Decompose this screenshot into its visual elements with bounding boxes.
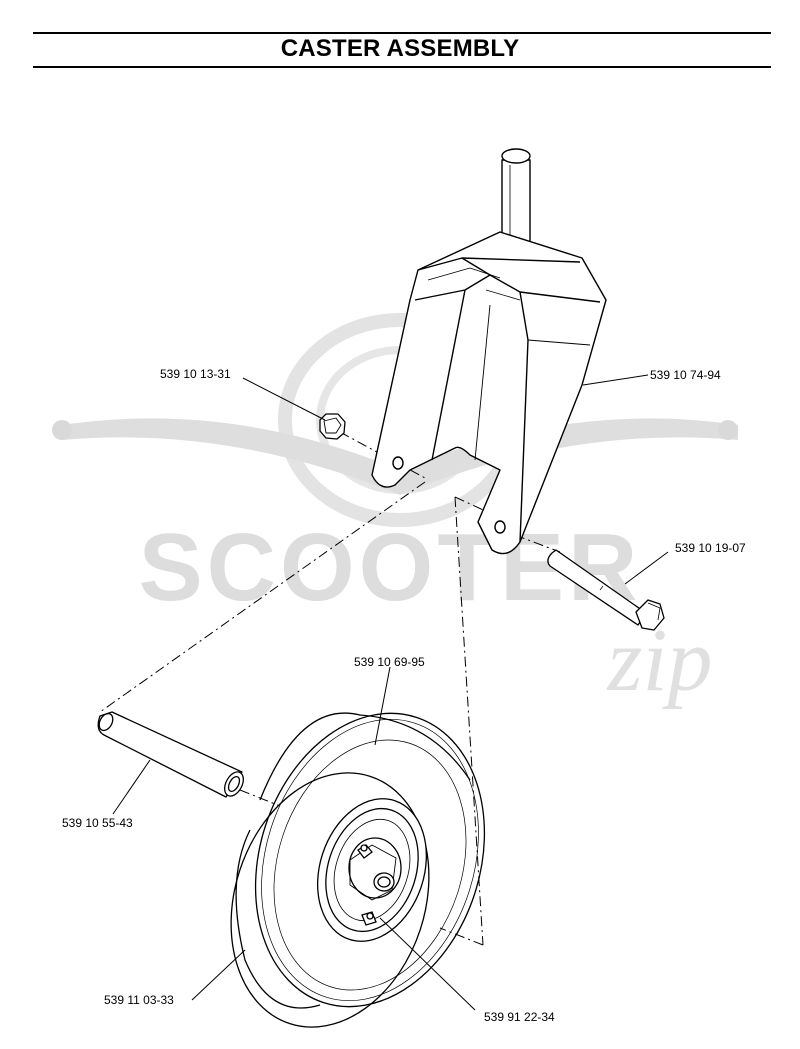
part-label-wheel: 539 10 69-95 — [354, 655, 425, 669]
spacer-tube — [97, 711, 244, 798]
bolt — [547, 549, 665, 631]
part-label-spacer: 539 10 55-43 — [62, 816, 133, 830]
part-label-fork: 539 10 74-94 — [650, 368, 721, 382]
watermark-script-text: zip — [605, 611, 712, 710]
part-label-tire: 539 11 03-33 — [104, 993, 174, 1007]
caster-fork — [371, 148, 607, 555]
title-rule-top — [33, 32, 771, 34]
part-label-nut: 539 10 13-31 — [160, 367, 231, 381]
hex-nut — [319, 413, 346, 440]
title-rule-bottom — [33, 66, 771, 68]
page-title: CASTER ASSEMBLY — [280, 35, 520, 62]
part-label-grease-fitting: 539 91 22-34 — [484, 1010, 555, 1024]
part-label-bolt: 539 10 19-07 — [675, 541, 746, 555]
leader-lines — [112, 374, 669, 1011]
wheel-assembly — [230, 712, 486, 1028]
